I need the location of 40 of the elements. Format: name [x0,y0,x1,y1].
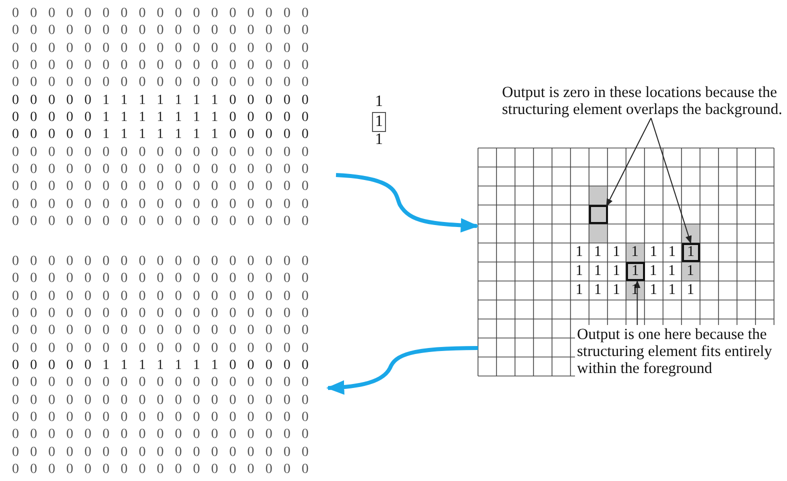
matrix-row: 0 0 0 0 0 0 0 0 0 0 0 0 0 0 0 0 0 [12,58,309,74]
curved-arrow [326,346,478,394]
highlighted-cell [589,205,608,224]
highlighted-cell-value: 1 [626,262,644,281]
matrix-row: 0 0 0 0 0 1 1 1 1 1 1 1 0 0 0 0 0 [12,127,309,144]
matrix-row: 0 0 0 0 0 1 1 1 1 1 1 1 0 0 0 0 0 [12,92,309,109]
matrix-row: 0 0 0 0 0 0 0 0 0 0 0 0 0 0 0 0 0 [12,214,309,230]
matrix-row: 0 0 0 0 0 0 0 0 0 0 0 0 0 0 0 0 0 [12,75,309,92]
cell-values: 1 1 1 [576,263,620,280]
cell-values: 1 1 1 1 1 1 [576,244,676,261]
matrix-row: 0 0 0 0 0 0 0 0 0 0 0 0 0 0 0 0 0 [12,271,309,288]
matrix-row: 0 0 0 0 0 0 0 0 0 0 0 0 0 0 0 0 0 [12,444,309,461]
matrix-row: 0 0 0 0 0 0 0 0 0 0 0 0 0 0 0 0 0 [12,144,309,161]
matrix-row: 0 0 0 0 0 0 0 0 0 0 0 0 0 0 0 0 0 [12,306,309,322]
structuring-element-origin: 1 [372,112,386,132]
matrix-row: 0 0 0 0 0 0 0 0 0 0 0 0 0 0 0 0 0 [12,323,309,340]
matrix-row: 0 0 0 0 0 0 0 0 0 0 0 0 0 0 0 0 0 [12,340,309,357]
matrix-row: 0 0 0 0 0 0 0 0 0 0 0 0 0 0 0 0 0 [12,288,309,305]
matrix-row: 0 0 0 0 0 0 0 0 0 0 0 0 0 0 0 0 0 [12,462,309,478]
matrix-row: 0 0 0 0 0 0 0 0 0 0 0 0 0 0 0 0 0 [12,375,309,392]
matrix-row: 0 0 0 0 0 0 0 0 0 0 0 0 0 0 0 0 0 [12,427,309,444]
callout-text: Output is zero in these locations because the structuring element overlaps the background. [502,84,784,118]
matrix-row: 0 0 0 0 0 0 0 0 0 0 0 0 0 0 0 0 0 [12,23,309,40]
curved-arrow [336,173,479,232]
leader-line [650,118,692,244]
matrix-row: 0 0 0 0 0 0 0 0 0 0 0 0 0 0 0 0 0 [12,392,309,409]
structuring-element-value: 1 [375,131,383,149]
matrix-row: 0 0 0 0 0 0 0 0 0 0 0 0 0 0 0 0 0 [12,179,309,196]
leader-line [606,118,652,207]
matrix-row: 0 0 0 0 0 1 1 1 1 1 1 1 0 0 0 0 0 [12,358,309,374]
matrix-row: 0 0 0 0 0 0 0 0 0 0 0 0 0 0 0 0 0 [12,6,309,22]
matrix-row: 0 0 0 0 0 0 0 0 0 0 0 0 0 0 0 0 0 [12,196,309,213]
matrix-row: 0 0 0 0 0 0 0 0 0 0 0 0 0 0 0 0 0 [12,254,309,270]
cell-values: 1 1 1 [650,263,694,280]
highlighted-cell-value: 1 [682,243,700,262]
matrix-row: 0 0 0 0 0 0 0 0 0 0 0 0 0 0 0 0 0 [12,40,309,57]
matrix-row: 0 0 0 0 0 0 0 0 0 0 0 0 0 0 0 0 0 [12,162,309,178]
matrix-row: 0 0 0 0 0 0 0 0 0 0 0 0 0 0 0 0 0 [12,410,309,426]
structuring-element-value: 1 [375,93,383,111]
matrix-row: 0 0 0 0 0 1 1 1 1 1 1 1 0 0 0 0 0 [12,110,309,126]
